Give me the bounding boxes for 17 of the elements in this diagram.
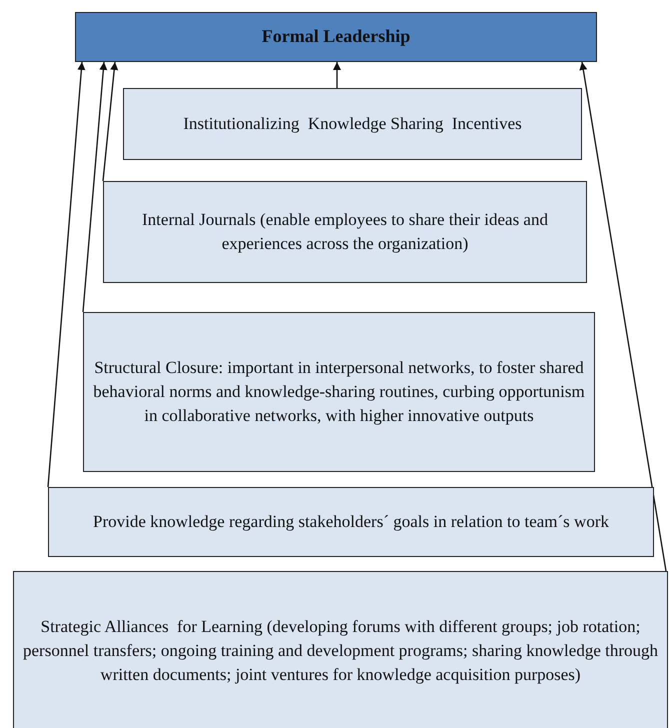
box-text: Formal Leadership: [262, 25, 410, 48]
process-box: [103, 181, 587, 283]
arrow: [82, 62, 108, 312]
box-text: Institutionalizing Knowledge Sharing Incentives: [183, 113, 522, 136]
header-box: [75, 12, 597, 62]
arrow: [102, 62, 118, 182]
box-text: Internal Journals (enable employees to share their ideas and experiences across the organization): [141, 209, 549, 255]
box-text: Structural Closure: important in interpersonal networks, to foster shared behavioral norms and knowledge-sharing routines, curbing opportunism in collaborative networks, with higher innovative outputs: [92, 357, 586, 427]
process-box: [48, 487, 654, 557]
box-text: Provide knowledge regarding stakeholders´ goals in relation to team´s work: [92, 511, 609, 534]
arrow: [333, 62, 341, 88]
process-box: [83, 312, 595, 472]
process-box: [123, 88, 582, 160]
process-box: [13, 571, 668, 728]
arrow: [579, 62, 667, 572]
arrow: [47, 62, 86, 488]
box-text: Strategic Alliances for Learning (developing forums with different groups; job rotation; personnel transfers; ongoing training and development programs; sharing knowledge through written documents; joint ventures for knowledge acquisition purposes): [22, 616, 659, 686]
